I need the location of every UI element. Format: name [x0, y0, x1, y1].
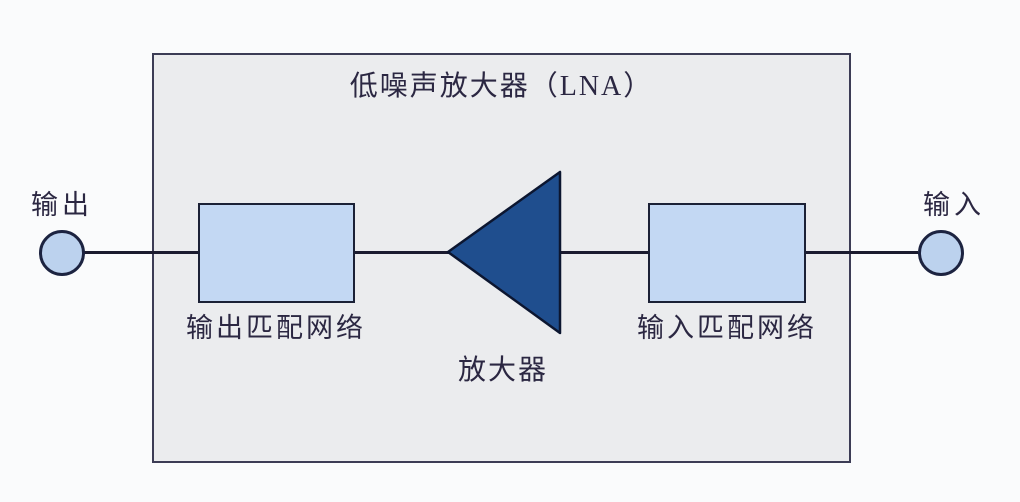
- output-terminal-label: 输出: [31, 190, 93, 220]
- input-matching-box: [648, 203, 806, 303]
- output-matching-box: [198, 203, 355, 303]
- amplifier-triangle-icon: [446, 170, 562, 335]
- output-matching-label: 输出匹配网络: [186, 313, 366, 343]
- input-matching-label: 输入匹配网络: [637, 313, 817, 343]
- input-terminal-label: 输入: [923, 190, 985, 220]
- amplifier-symbol: [446, 170, 562, 335]
- input-terminal: [918, 230, 964, 276]
- output-terminal: [39, 230, 85, 276]
- diagram-title: 低噪声放大器（LNA）: [349, 71, 654, 102]
- amplifier-label: 放大器: [457, 355, 548, 386]
